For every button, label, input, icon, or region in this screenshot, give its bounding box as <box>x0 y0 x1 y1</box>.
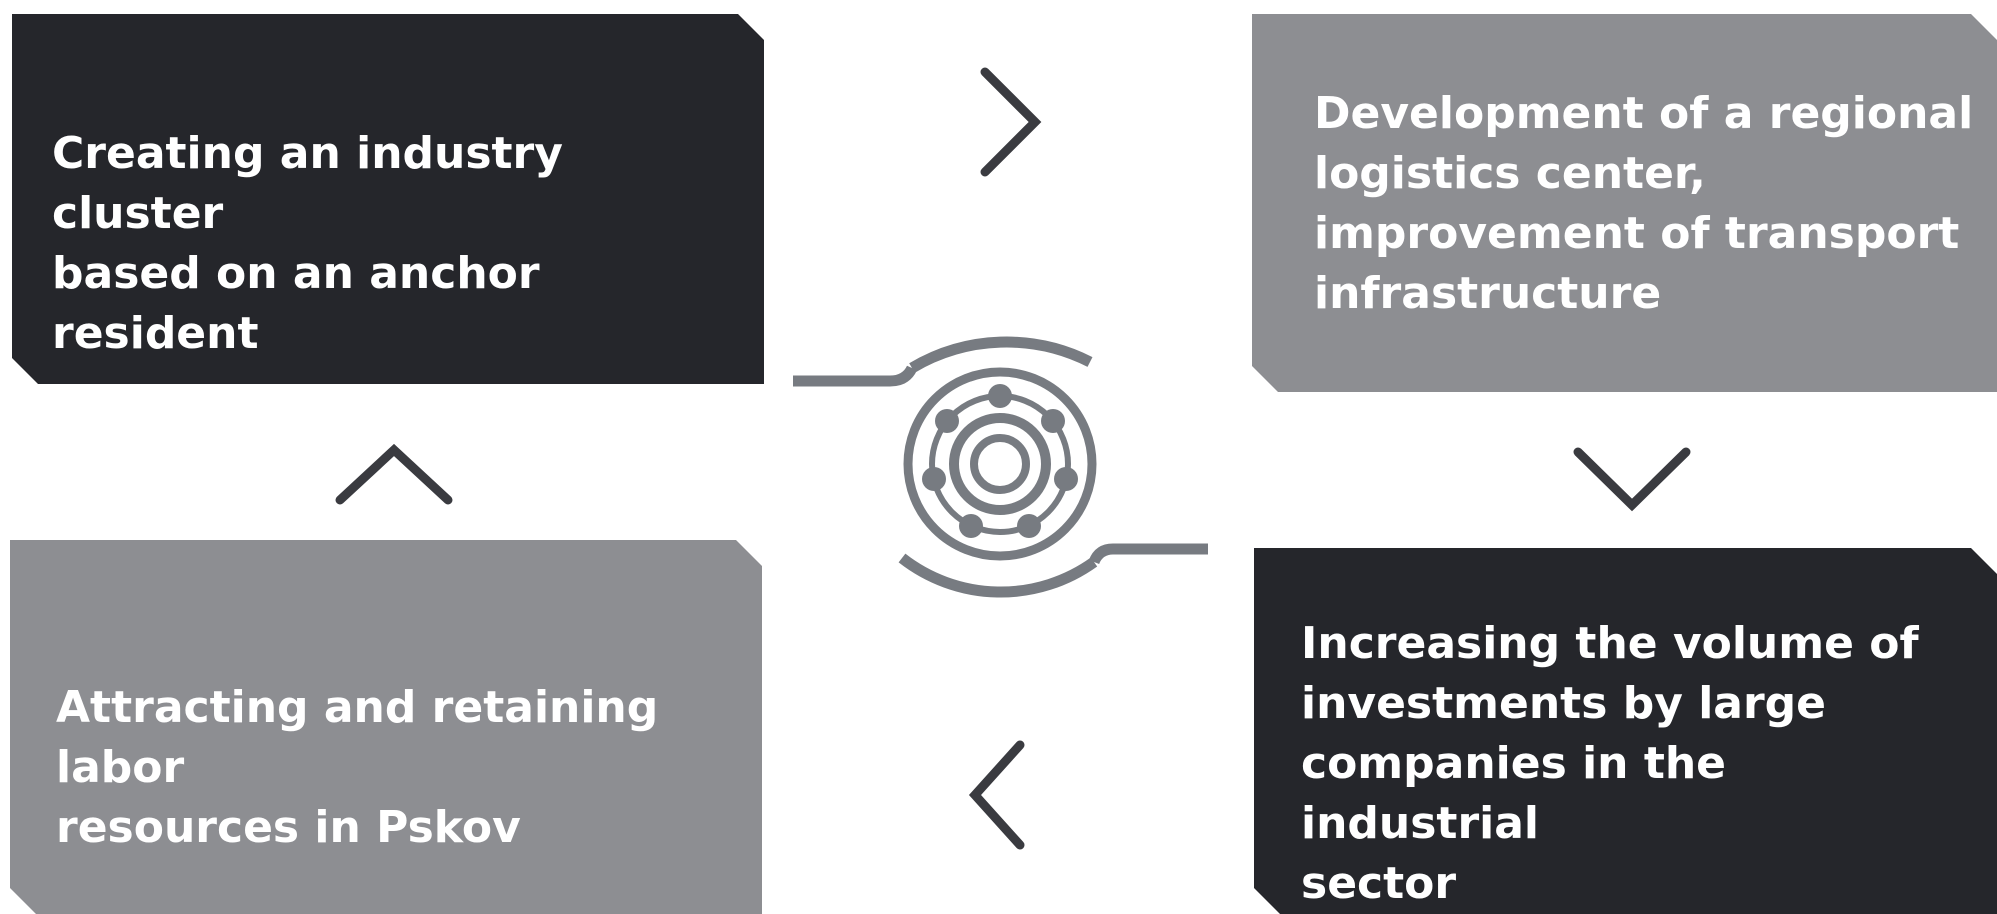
chevron-right-icon <box>980 67 1042 177</box>
step-box-investments: Increasing the volume of investments by … <box>1254 548 1997 914</box>
step-box-logistics-center: Development of a regional logistics cent… <box>1252 14 1997 392</box>
chevron-left-icon <box>968 740 1025 850</box>
network-node <box>935 409 959 433</box>
step-text-creating-cluster: Creating an industry cluster based on an… <box>52 128 563 359</box>
network-node <box>922 467 946 491</box>
step-text-investments: Increasing the volume of investments by … <box>1301 618 1919 909</box>
network-node <box>988 384 1012 408</box>
step-text-logistics-center: Development of a regional logistics cent… <box>1314 88 1974 319</box>
network-ring-icon <box>793 336 1208 598</box>
chevron-down-icon <box>1573 447 1691 512</box>
network-node <box>1054 467 1078 491</box>
chevron-up-icon <box>335 443 453 505</box>
step-box-creating-cluster: Creating an industry cluster based on an… <box>12 14 764 384</box>
network-node <box>959 514 983 538</box>
step-box-labor-resources: Attracting and retaining labor resources… <box>10 540 762 914</box>
network-node <box>1041 409 1065 433</box>
step-text-labor-resources: Attracting and retaining labor resources… <box>56 682 659 853</box>
network-node <box>1017 514 1041 538</box>
network-nodes <box>922 384 1078 538</box>
